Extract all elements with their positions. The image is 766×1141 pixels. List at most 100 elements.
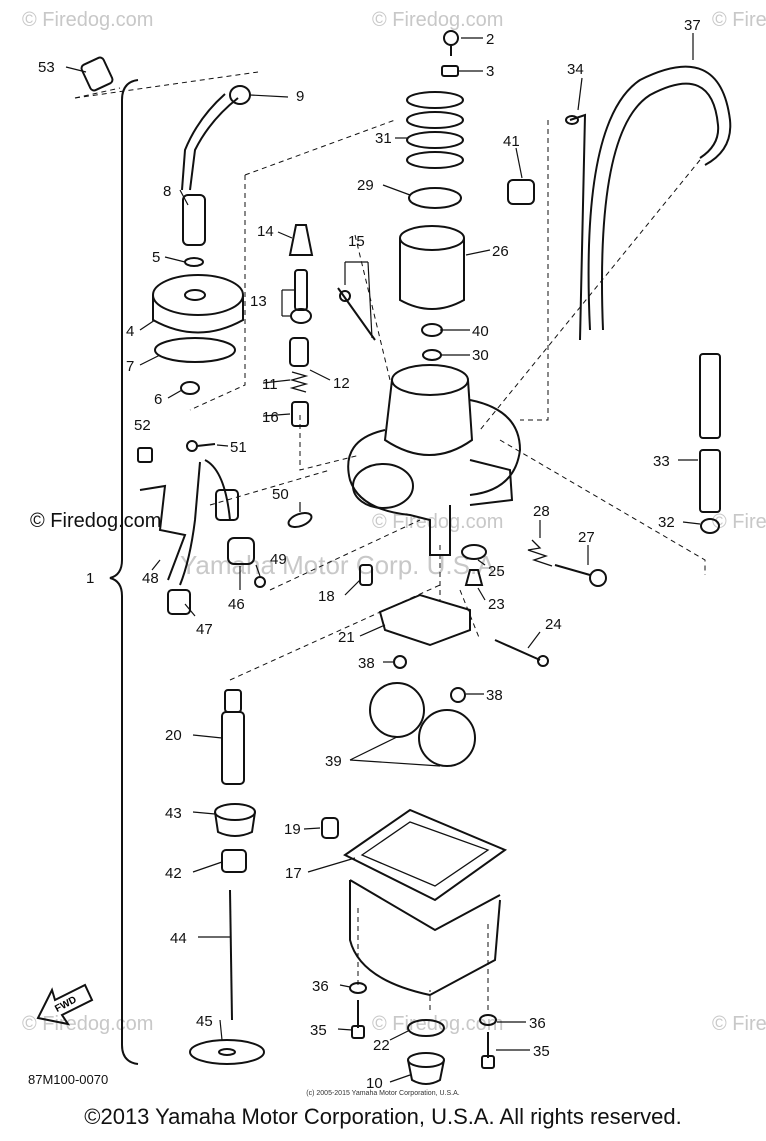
part-38-cap bbox=[393, 655, 466, 703]
part-starter-cable bbox=[204, 459, 239, 521]
watermark-bottom-right: © Firedog.com bbox=[712, 1013, 766, 1035]
callout-35-right: 35 bbox=[533, 1043, 550, 1060]
part-49-oring bbox=[254, 576, 266, 588]
part-5-oring bbox=[184, 257, 204, 267]
watermark-bottom-center: © Firedog.com bbox=[372, 1013, 503, 1035]
callout-1: 1 bbox=[86, 570, 94, 587]
part-10-plug bbox=[407, 1052, 445, 1085]
part-31-spring bbox=[406, 91, 464, 169]
callout-10: 10 bbox=[366, 1075, 383, 1092]
callout-19: 19 bbox=[284, 821, 301, 838]
callout-36: 36 bbox=[312, 978, 329, 995]
part-19-plug bbox=[321, 817, 339, 839]
callout-33: 33 bbox=[653, 453, 670, 470]
callout-53: 53 bbox=[38, 59, 55, 76]
callout-3: 3 bbox=[486, 63, 494, 80]
part-39-floats bbox=[369, 682, 476, 767]
part-40-fitting bbox=[421, 323, 443, 337]
part-18-pin bbox=[359, 564, 373, 586]
part-12-jet bbox=[289, 337, 309, 367]
forward-arrow-label: FWD bbox=[53, 994, 78, 1014]
part-8-hose bbox=[181, 93, 239, 246]
part-4-top-cover bbox=[152, 274, 244, 334]
part-45-washer bbox=[189, 1039, 265, 1065]
callout-2: 2 bbox=[486, 31, 494, 48]
callout-40: 40 bbox=[472, 323, 489, 340]
small-copyright: (c) 2005-2015 Yamaha Motor Corporation, … bbox=[306, 1090, 460, 1097]
callout-labels: 53 2 3 37 9 34 31 41 8 29 5 14 15 26 13 … bbox=[38, 17, 701, 1092]
watermark-mid-center: © Firedog.com bbox=[372, 511, 503, 533]
callout-15: 15 bbox=[348, 233, 365, 250]
part-11-spring bbox=[289, 371, 309, 393]
callout-13: 13 bbox=[250, 293, 267, 310]
part-16-nozzle bbox=[291, 401, 309, 427]
callout-6: 6 bbox=[154, 391, 162, 408]
callout-31: 31 bbox=[375, 130, 392, 147]
callout-22: 22 bbox=[373, 1037, 390, 1054]
part-15-needle-clip bbox=[337, 287, 376, 341]
callout-39: 39 bbox=[325, 753, 342, 770]
assembly-bracket bbox=[109, 79, 139, 1065]
part-26-slide bbox=[399, 225, 465, 310]
part-7-gasket bbox=[154, 337, 236, 363]
callout-9: 9 bbox=[296, 88, 304, 105]
callout-41: 41 bbox=[503, 133, 520, 150]
reference-lines bbox=[74, 71, 706, 1010]
part-30-washer bbox=[422, 349, 442, 361]
callout-16: 16 bbox=[262, 409, 279, 426]
part-50-plunger bbox=[287, 512, 313, 528]
part-6-nut bbox=[180, 381, 200, 395]
callout-46: 46 bbox=[228, 596, 245, 613]
watermark-top-left: © Firedog.com bbox=[22, 9, 153, 31]
callout-50: 50 bbox=[272, 486, 289, 503]
callout-20: 20 bbox=[165, 727, 182, 744]
callout-35: 35 bbox=[310, 1022, 327, 1039]
part-25-washer bbox=[461, 544, 487, 560]
part-32-clip bbox=[700, 518, 720, 534]
callout-52: 52 bbox=[134, 417, 151, 434]
part-41-clip bbox=[507, 179, 535, 205]
callout-25: 25 bbox=[488, 563, 505, 580]
callout-37: 37 bbox=[684, 17, 701, 34]
part-14-cap bbox=[288, 224, 314, 256]
watermark-top-center: © Firedog.com bbox=[372, 9, 503, 31]
watermarks: © Firedog.com © Firedog.com © Firedog.co… bbox=[22, 9, 766, 1035]
callout-44: 44 bbox=[170, 930, 187, 947]
callout-38-lower: 38 bbox=[486, 687, 503, 704]
callout-18: 18 bbox=[318, 588, 335, 605]
callout-38: 38 bbox=[358, 655, 375, 672]
part-20-main-jet bbox=[221, 689, 245, 785]
part-body bbox=[347, 364, 522, 556]
callout-29: 29 bbox=[357, 177, 374, 194]
watermark-top-right: © Firedog.com bbox=[712, 9, 766, 31]
callout-26: 26 bbox=[492, 243, 509, 260]
leader-lines bbox=[65, 33, 701, 1083]
part-42-jet bbox=[221, 849, 247, 873]
part-13-starter-plunger bbox=[290, 269, 312, 324]
part-34-hose bbox=[565, 113, 587, 341]
callout-27: 27 bbox=[578, 529, 595, 546]
callout-49: 49 bbox=[270, 551, 287, 568]
part-46-cap bbox=[227, 537, 255, 565]
part-48-bracket bbox=[139, 484, 187, 581]
part-43-holder bbox=[214, 803, 256, 837]
callout-14: 14 bbox=[257, 223, 274, 240]
callout-5: 5 bbox=[152, 249, 160, 266]
part-35-screws bbox=[351, 1000, 495, 1069]
watermark-mid-left: © Firedog.com bbox=[30, 510, 161, 532]
callout-30: 30 bbox=[472, 347, 489, 364]
part-44-needle bbox=[229, 889, 233, 1021]
callout-4: 4 bbox=[126, 323, 134, 340]
part-51-screw bbox=[186, 440, 216, 452]
callout-24: 24 bbox=[545, 616, 562, 633]
drawing-code: 87M100-0070 bbox=[28, 1072, 109, 1087]
part-53-cap bbox=[80, 56, 114, 92]
part-17-gasket bbox=[343, 808, 508, 902]
part-29-retainer bbox=[408, 187, 462, 209]
callout-34: 34 bbox=[567, 61, 584, 78]
part-3-nut bbox=[441, 65, 459, 77]
watermark-bottom-left: © Firedog.com bbox=[22, 1013, 153, 1035]
callout-45: 45 bbox=[196, 1013, 213, 1030]
callout-32: 32 bbox=[658, 514, 675, 531]
